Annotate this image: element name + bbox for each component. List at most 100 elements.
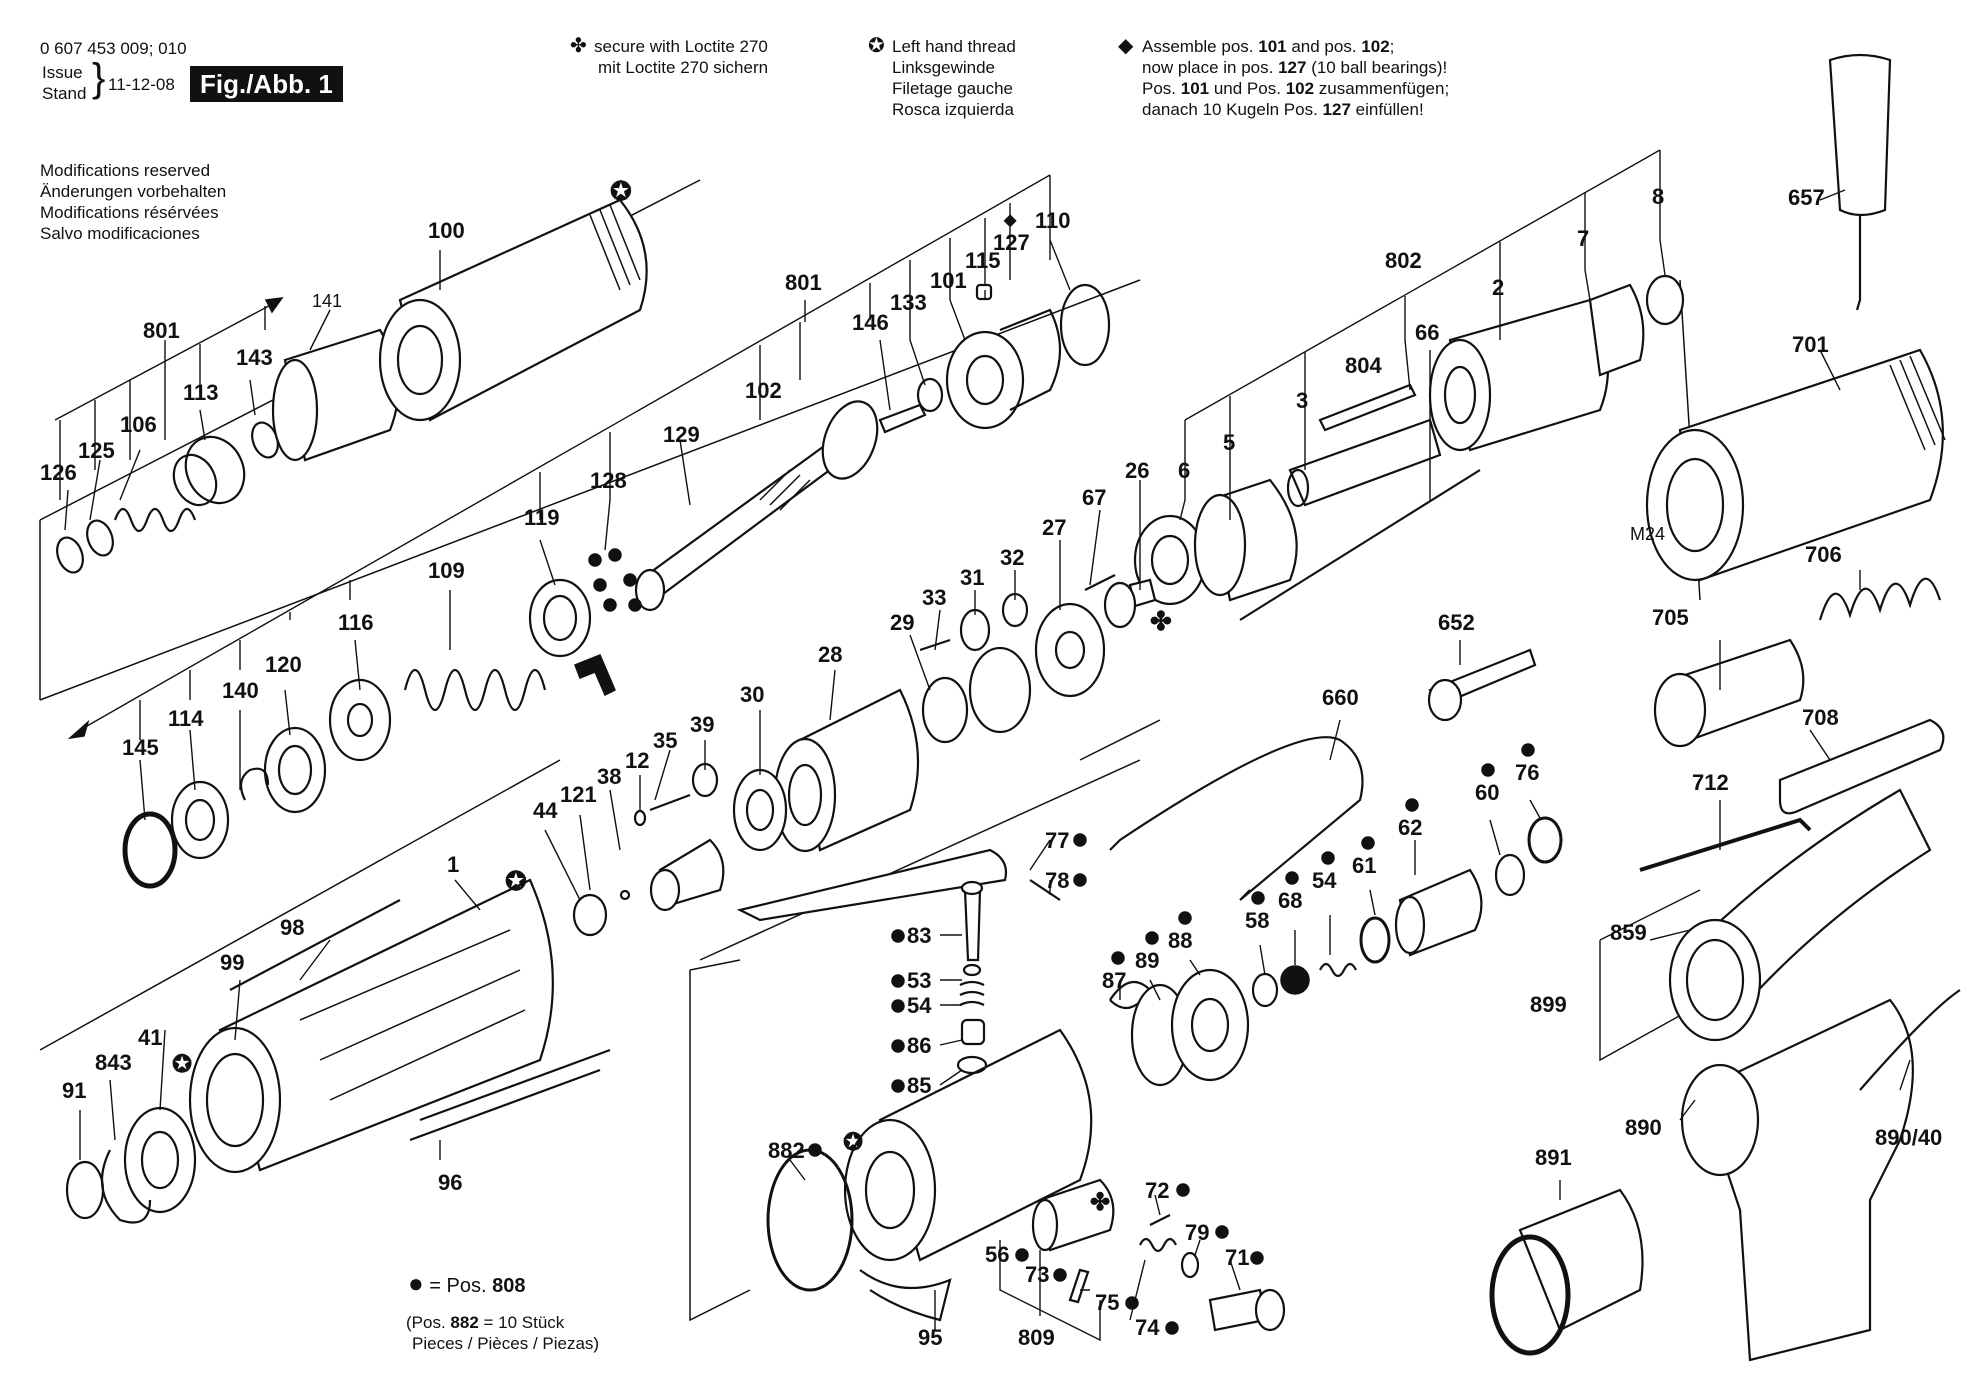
label-60: 60 xyxy=(1475,780,1499,805)
ring-119 xyxy=(528,578,592,658)
label-86: 86 xyxy=(907,1033,931,1058)
label-89: 89 xyxy=(1135,948,1159,973)
sleeve-141-end xyxy=(271,358,319,462)
label-68: 68 xyxy=(1278,888,1302,913)
label-706: 706 xyxy=(1805,542,1842,567)
pinion-29 xyxy=(921,676,969,744)
parts xyxy=(56,53,1961,1362)
bracket-801-top xyxy=(54,299,281,421)
housing-1-bore xyxy=(205,1052,265,1148)
label-804: 804 xyxy=(1345,353,1382,378)
housing-1-ribs xyxy=(299,929,526,1101)
label-54-b: 54 xyxy=(1312,868,1337,893)
loctite-line: mit Loctite 270 sichern xyxy=(598,58,769,77)
ring-110 xyxy=(1059,283,1111,367)
label-145: 145 xyxy=(122,735,159,760)
housing-100 xyxy=(398,198,648,422)
plate-27 xyxy=(1034,602,1106,698)
bracket-802 xyxy=(1184,149,1661,421)
dot-legend: ● = Pos. 808 xyxy=(408,1268,525,1299)
shaft-102-flange xyxy=(821,400,879,480)
label-28: 28 xyxy=(818,642,842,667)
cage-101 xyxy=(945,330,1025,430)
handle-890-edge xyxy=(1859,989,1961,1091)
label-140: 140 xyxy=(222,678,259,703)
carrier-29 xyxy=(968,646,1032,734)
o-ring-58 xyxy=(1251,972,1279,1008)
position-labels: 100 801 141 143 113 106 125 126 801 102 … xyxy=(40,184,1942,1350)
label-41: 41 xyxy=(138,1025,162,1050)
label-26: 26 xyxy=(1125,458,1149,483)
ring-116-bore xyxy=(346,702,374,738)
dot-legend-text: = Pos. xyxy=(429,1275,493,1297)
label-660: 660 xyxy=(1322,685,1359,710)
housing-100-bore xyxy=(396,324,444,396)
leaders-j xyxy=(789,1159,1561,1330)
pieces-text: (Pos. xyxy=(406,1313,451,1332)
hose-859-bore xyxy=(1685,938,1745,1022)
bracket-809 xyxy=(999,1250,1101,1342)
frame-lines xyxy=(689,959,741,971)
arrow-right-icon xyxy=(264,297,284,314)
valve-73-end xyxy=(1031,1198,1059,1252)
rotor-3 xyxy=(1288,418,1442,507)
label-126: 126 xyxy=(40,460,77,485)
knurled-sleeve-113-end xyxy=(172,453,218,507)
screen-60 xyxy=(1494,853,1526,897)
label-7: 7 xyxy=(1577,226,1589,251)
housing-100-thread xyxy=(589,204,641,291)
ring-119-bore xyxy=(542,594,578,642)
label-72: 72 xyxy=(1145,1178,1169,1203)
screwdriver-657-handle xyxy=(1828,53,1892,217)
bracket-801-top-ticks xyxy=(59,306,266,500)
label-5: 5 xyxy=(1223,430,1235,455)
filled-dot-icon xyxy=(1165,1321,1179,1335)
label-88: 88 xyxy=(1168,928,1192,953)
left-thread-line: Left hand thread xyxy=(892,37,1016,56)
pin-72 xyxy=(1149,1214,1171,1226)
filled-dot-icon xyxy=(891,1079,905,1093)
label-53: 53 xyxy=(907,968,931,993)
label-56: 56 xyxy=(985,1242,1009,1267)
nut-41 xyxy=(123,1106,197,1214)
filled-dot-icon xyxy=(1073,873,1087,887)
adapter-705-face xyxy=(1653,672,1707,748)
ring-125 xyxy=(86,519,114,557)
filled-dot-icon xyxy=(891,929,905,943)
coupling-701-bore xyxy=(1665,457,1725,553)
spring-54 xyxy=(959,980,985,1006)
clip-843 xyxy=(100,1149,152,1224)
label-33: 33 xyxy=(922,585,946,610)
ball-128 xyxy=(603,598,617,612)
label-12: 12 xyxy=(625,748,649,773)
filled-dot-icon xyxy=(1015,1248,1029,1262)
filled-dot-icon xyxy=(1176,1183,1190,1197)
label-141: 141 xyxy=(312,291,342,311)
handle-890-face xyxy=(1680,1063,1760,1177)
bracket-899 xyxy=(1599,889,1701,1062)
issue-date: 11-12-08 xyxy=(108,75,175,94)
pin-78 xyxy=(1029,879,1061,901)
assemble-pos: 127 xyxy=(1278,58,1307,77)
hex-key-712 xyxy=(1639,817,1812,872)
label-2: 2 xyxy=(1492,275,1504,300)
label-99: 99 xyxy=(220,950,244,975)
label-strip-96 xyxy=(409,1048,611,1142)
pin-35 xyxy=(649,793,691,812)
o-ring-61 xyxy=(1359,916,1391,964)
label-77: 77 xyxy=(1045,828,1069,853)
spindle-38-end xyxy=(649,868,681,912)
issue-label: Issue Stand xyxy=(42,62,86,104)
spring-109 xyxy=(403,668,547,712)
modifications-line: Salvo modificaciones xyxy=(40,224,200,243)
label-127: 127 xyxy=(993,230,1030,255)
label-75: 75 xyxy=(1095,1290,1119,1315)
doc-number-text: 0 607 453 009; 010 xyxy=(40,39,187,58)
assemble-text: und Pos. xyxy=(1209,79,1286,98)
filled-dot-icon xyxy=(1481,763,1495,777)
label-701: 701 xyxy=(1792,332,1829,357)
assemble-text: Assemble pos. xyxy=(1142,37,1259,56)
label-66: 66 xyxy=(1415,320,1439,345)
washer-12 xyxy=(633,809,647,827)
